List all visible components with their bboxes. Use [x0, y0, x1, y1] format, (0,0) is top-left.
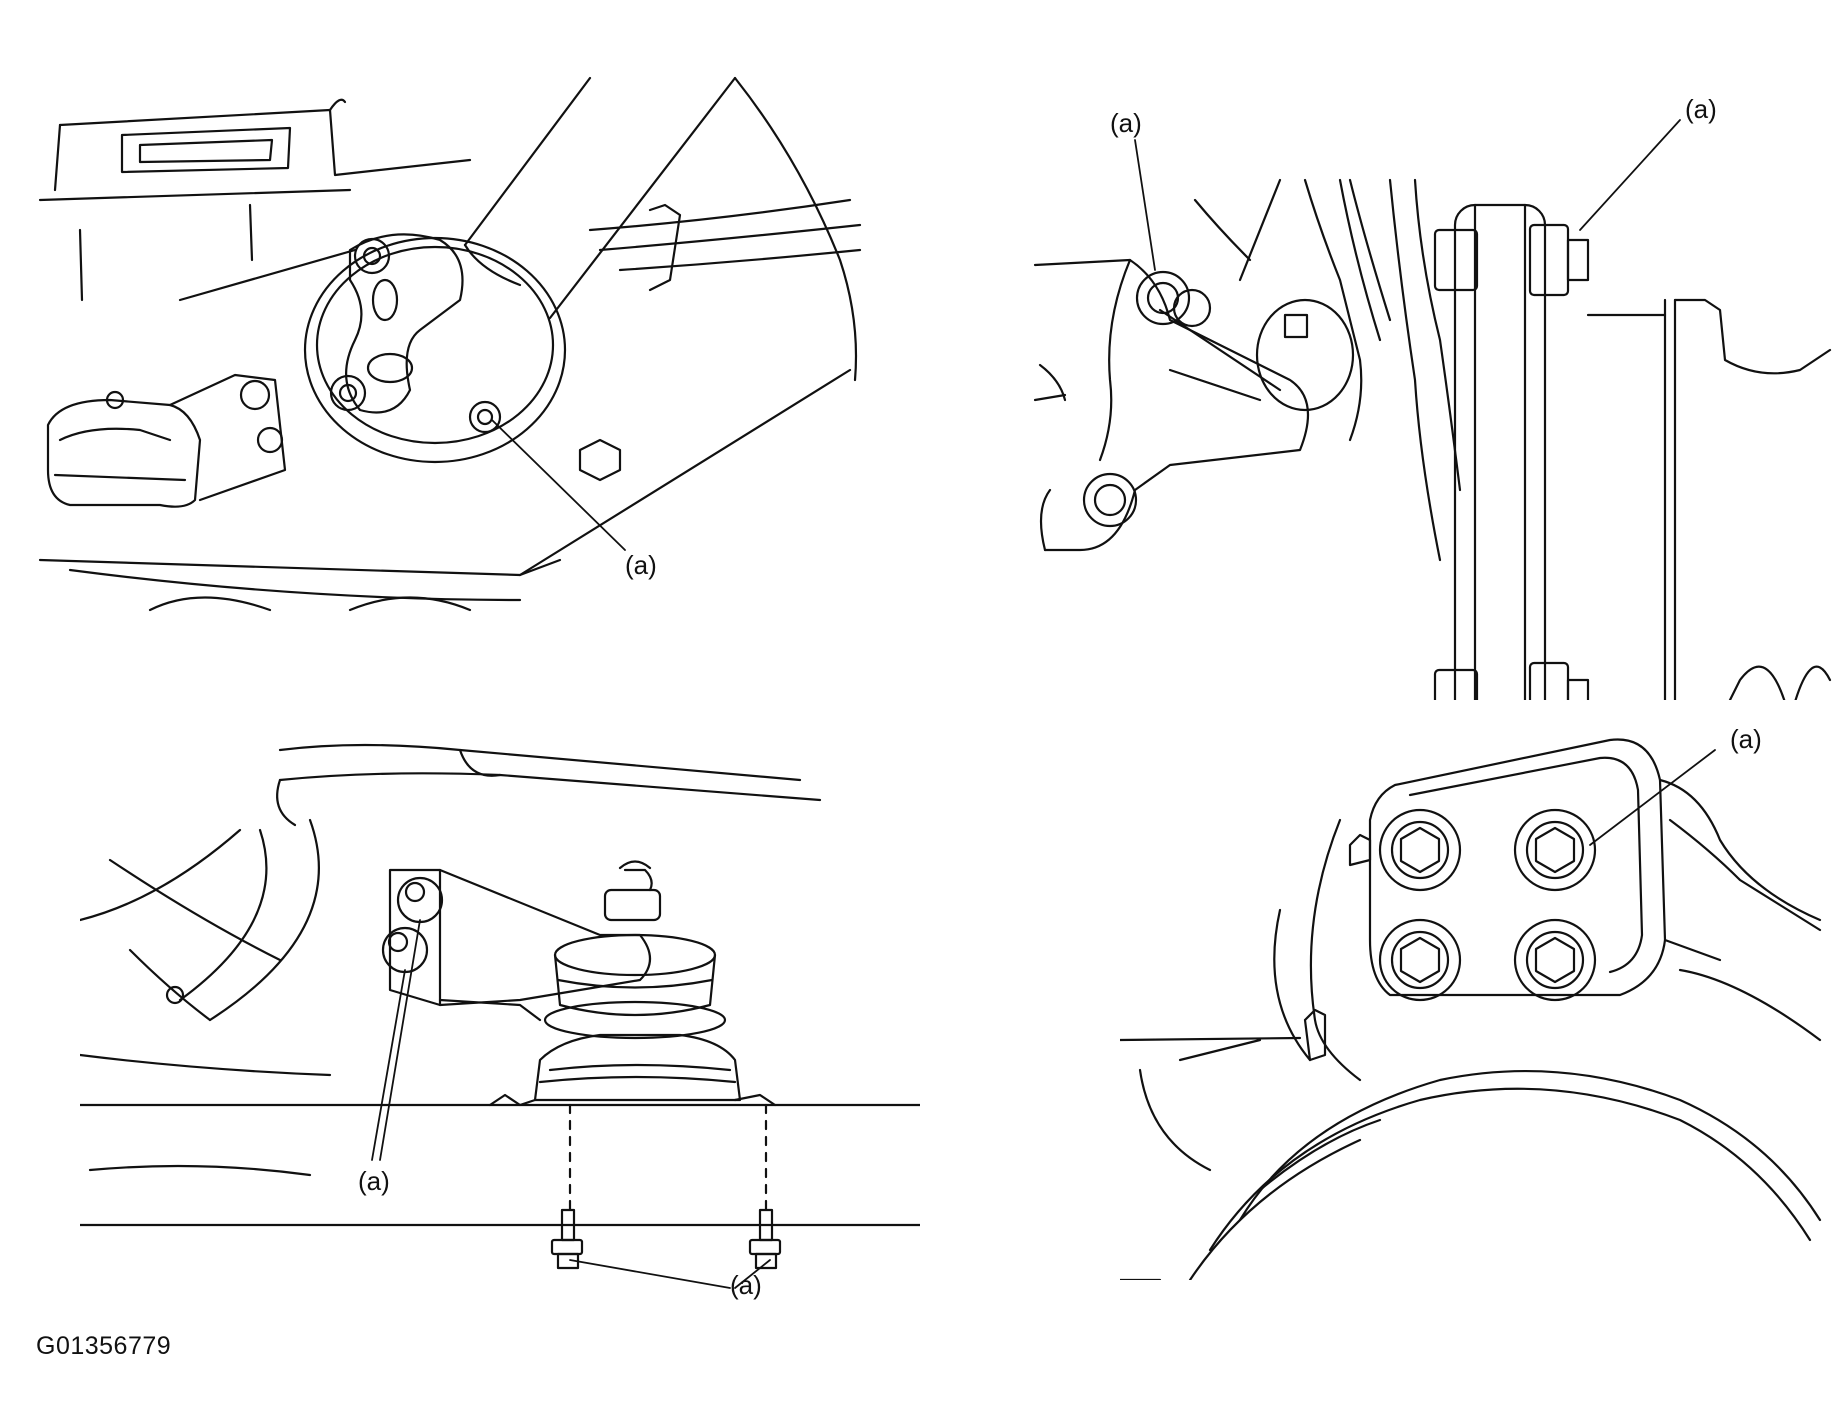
panel-propeller-shaft-flange: (a) — [0, 0, 900, 640]
callout-a-bracket-bolts: (a) — [358, 1166, 390, 1196]
panel-mount-bracket-four-bolts: (a) — [1120, 720, 1845, 1280]
torque-rod-drawing — [1020, 80, 1845, 700]
callout-a: (a) — [1730, 724, 1762, 754]
panel-rear-engine-mount: (a) (a) — [80, 720, 920, 1320]
propeller-shaft-flange-drawing — [0, 0, 900, 640]
callout-a: (a) — [625, 550, 657, 580]
figure-id: G01356779 — [36, 1332, 172, 1360]
rear-engine-mount-drawing — [80, 720, 920, 1320]
callout-a-left: (a) — [1110, 108, 1142, 138]
callout-a-mount-bolts: (a) — [730, 1270, 762, 1300]
callout-a-right: (a) — [1685, 94, 1717, 124]
panel-torque-rod: (a) (a) — [1020, 80, 1845, 700]
mount-bracket-four-bolts-drawing — [1120, 720, 1845, 1280]
